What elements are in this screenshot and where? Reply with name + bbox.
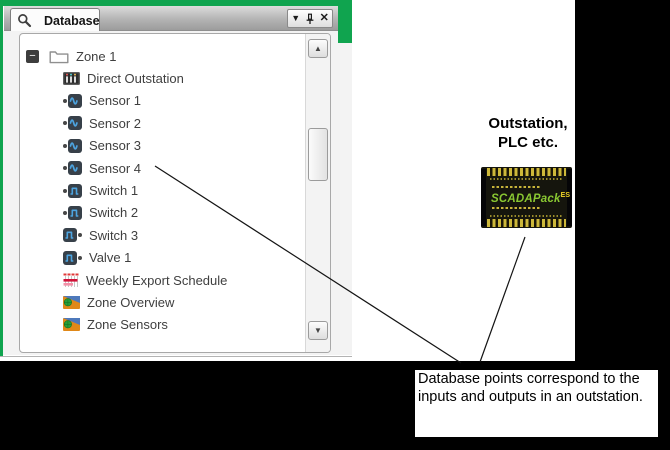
analog-point-input-icon <box>63 161 82 176</box>
scroll-up-button[interactable]: ▲ <box>308 39 328 58</box>
tree-item-label: Sensor 1 <box>89 93 142 109</box>
folder-icon <box>49 49 69 64</box>
tree-item-label: Weekly Export Schedule <box>86 272 228 288</box>
tab-database[interactable]: Database <box>10 8 100 32</box>
window-position-menu-button[interactable]: ▼ <box>291 13 301 23</box>
tree-item-label: Zone 1 <box>76 48 117 64</box>
analog-point-input-icon <box>63 116 82 131</box>
tree-item[interactable]: Zone Sensors <box>20 314 305 336</box>
tree-item[interactable]: Sensor 1 <box>20 90 305 112</box>
outstation-caption: Outstation, PLC etc. <box>466 114 590 152</box>
push-pin-icon <box>306 13 314 24</box>
device-left-flange <box>481 169 486 226</box>
digital-point-output-icon <box>63 228 82 243</box>
tree-item-label: Switch 1 <box>89 183 139 199</box>
tree-item-label: Direct Outstation <box>87 71 184 87</box>
tree-item-label: Zone Overview <box>87 294 175 310</box>
device-top-terminals <box>487 168 566 176</box>
device-bottom-labels <box>490 215 563 217</box>
device-faceplate: SCADAPackES <box>487 183 571 212</box>
digital-point-input-icon <box>63 205 82 220</box>
tree-item-label: Sensor 2 <box>89 115 142 131</box>
tree-item-label: Switch 3 <box>89 227 139 243</box>
tree-item[interactable]: Zone Overview <box>20 291 305 313</box>
device-bottom-terminals <box>487 219 566 227</box>
tree-item[interactable]: − Zone 1 <box>20 45 305 67</box>
tree-item-label: Switch 2 <box>89 205 139 221</box>
tree-scrollbar[interactable]: ▲ ▼ <box>305 34 330 352</box>
tree-item[interactable]: Sensor 3 <box>20 135 305 157</box>
tree-item[interactable]: Weekly Export Schedule <box>20 269 305 291</box>
digital-point-output-icon <box>63 250 82 265</box>
callout-text: Database points correspond to the inputs… <box>418 371 643 405</box>
analog-point-input-icon <box>63 138 82 153</box>
callout-box: Database points correspond to the inputs… <box>413 368 660 439</box>
outstation-caption-line1: Outstation, <box>488 115 568 132</box>
tree-item-label: Valve 1 <box>89 250 132 266</box>
tree-item[interactable]: Switch 3 <box>20 224 305 246</box>
panel-titlebar: Database ▼ ✕ <box>4 6 338 32</box>
tab-label: Database <box>44 13 100 28</box>
tree-item[interactable]: Valve 1 <box>20 247 305 269</box>
tree-item[interactable]: Switch 1 <box>20 179 305 201</box>
tree-item-label: Sensor 3 <box>89 138 142 154</box>
tree-item-label: Sensor 4 <box>89 160 142 176</box>
mimic-icon <box>63 318 80 332</box>
device-top-labels <box>490 178 563 180</box>
collapse-expander-icon[interactable]: − <box>26 49 39 63</box>
mimic-icon <box>63 295 80 309</box>
outstation-caption-line2: PLC etc. <box>497 134 558 151</box>
panel-frame-top <box>0 0 352 6</box>
panel-frame-right <box>338 0 352 43</box>
device-minitext-top <box>492 186 541 189</box>
tree-item[interactable]: Sensor 4 <box>20 157 305 179</box>
close-panel-button[interactable]: ✕ <box>319 12 329 24</box>
digital-point-input-icon <box>63 183 82 198</box>
outstation-icon <box>63 72 80 86</box>
schedule-icon <box>63 273 79 288</box>
device-right-flange <box>567 169 572 226</box>
tree-item-label: Zone Sensors <box>87 317 168 333</box>
database-search-icon <box>17 13 32 28</box>
device-minitext-bottom <box>492 206 541 209</box>
analog-point-input-icon <box>63 93 82 108</box>
panel-frame-left <box>0 0 3 357</box>
scadapack-device: SCADAPackES <box>481 167 572 228</box>
auto-hide-pin-button[interactable] <box>304 11 317 26</box>
device-logo: SCADAPackES <box>491 192 571 205</box>
scrollbar-thumb[interactable] <box>308 128 328 181</box>
tree-item[interactable]: Switch 2 <box>20 202 305 224</box>
tree-item[interactable]: Sensor 2 <box>20 112 305 134</box>
panel-window-controls: ▼ ✕ <box>287 9 333 28</box>
panel-frame-bottom <box>0 356 352 357</box>
tree-item[interactable]: Direct Outstation <box>20 67 305 89</box>
scroll-down-button[interactable]: ▼ <box>308 321 328 340</box>
